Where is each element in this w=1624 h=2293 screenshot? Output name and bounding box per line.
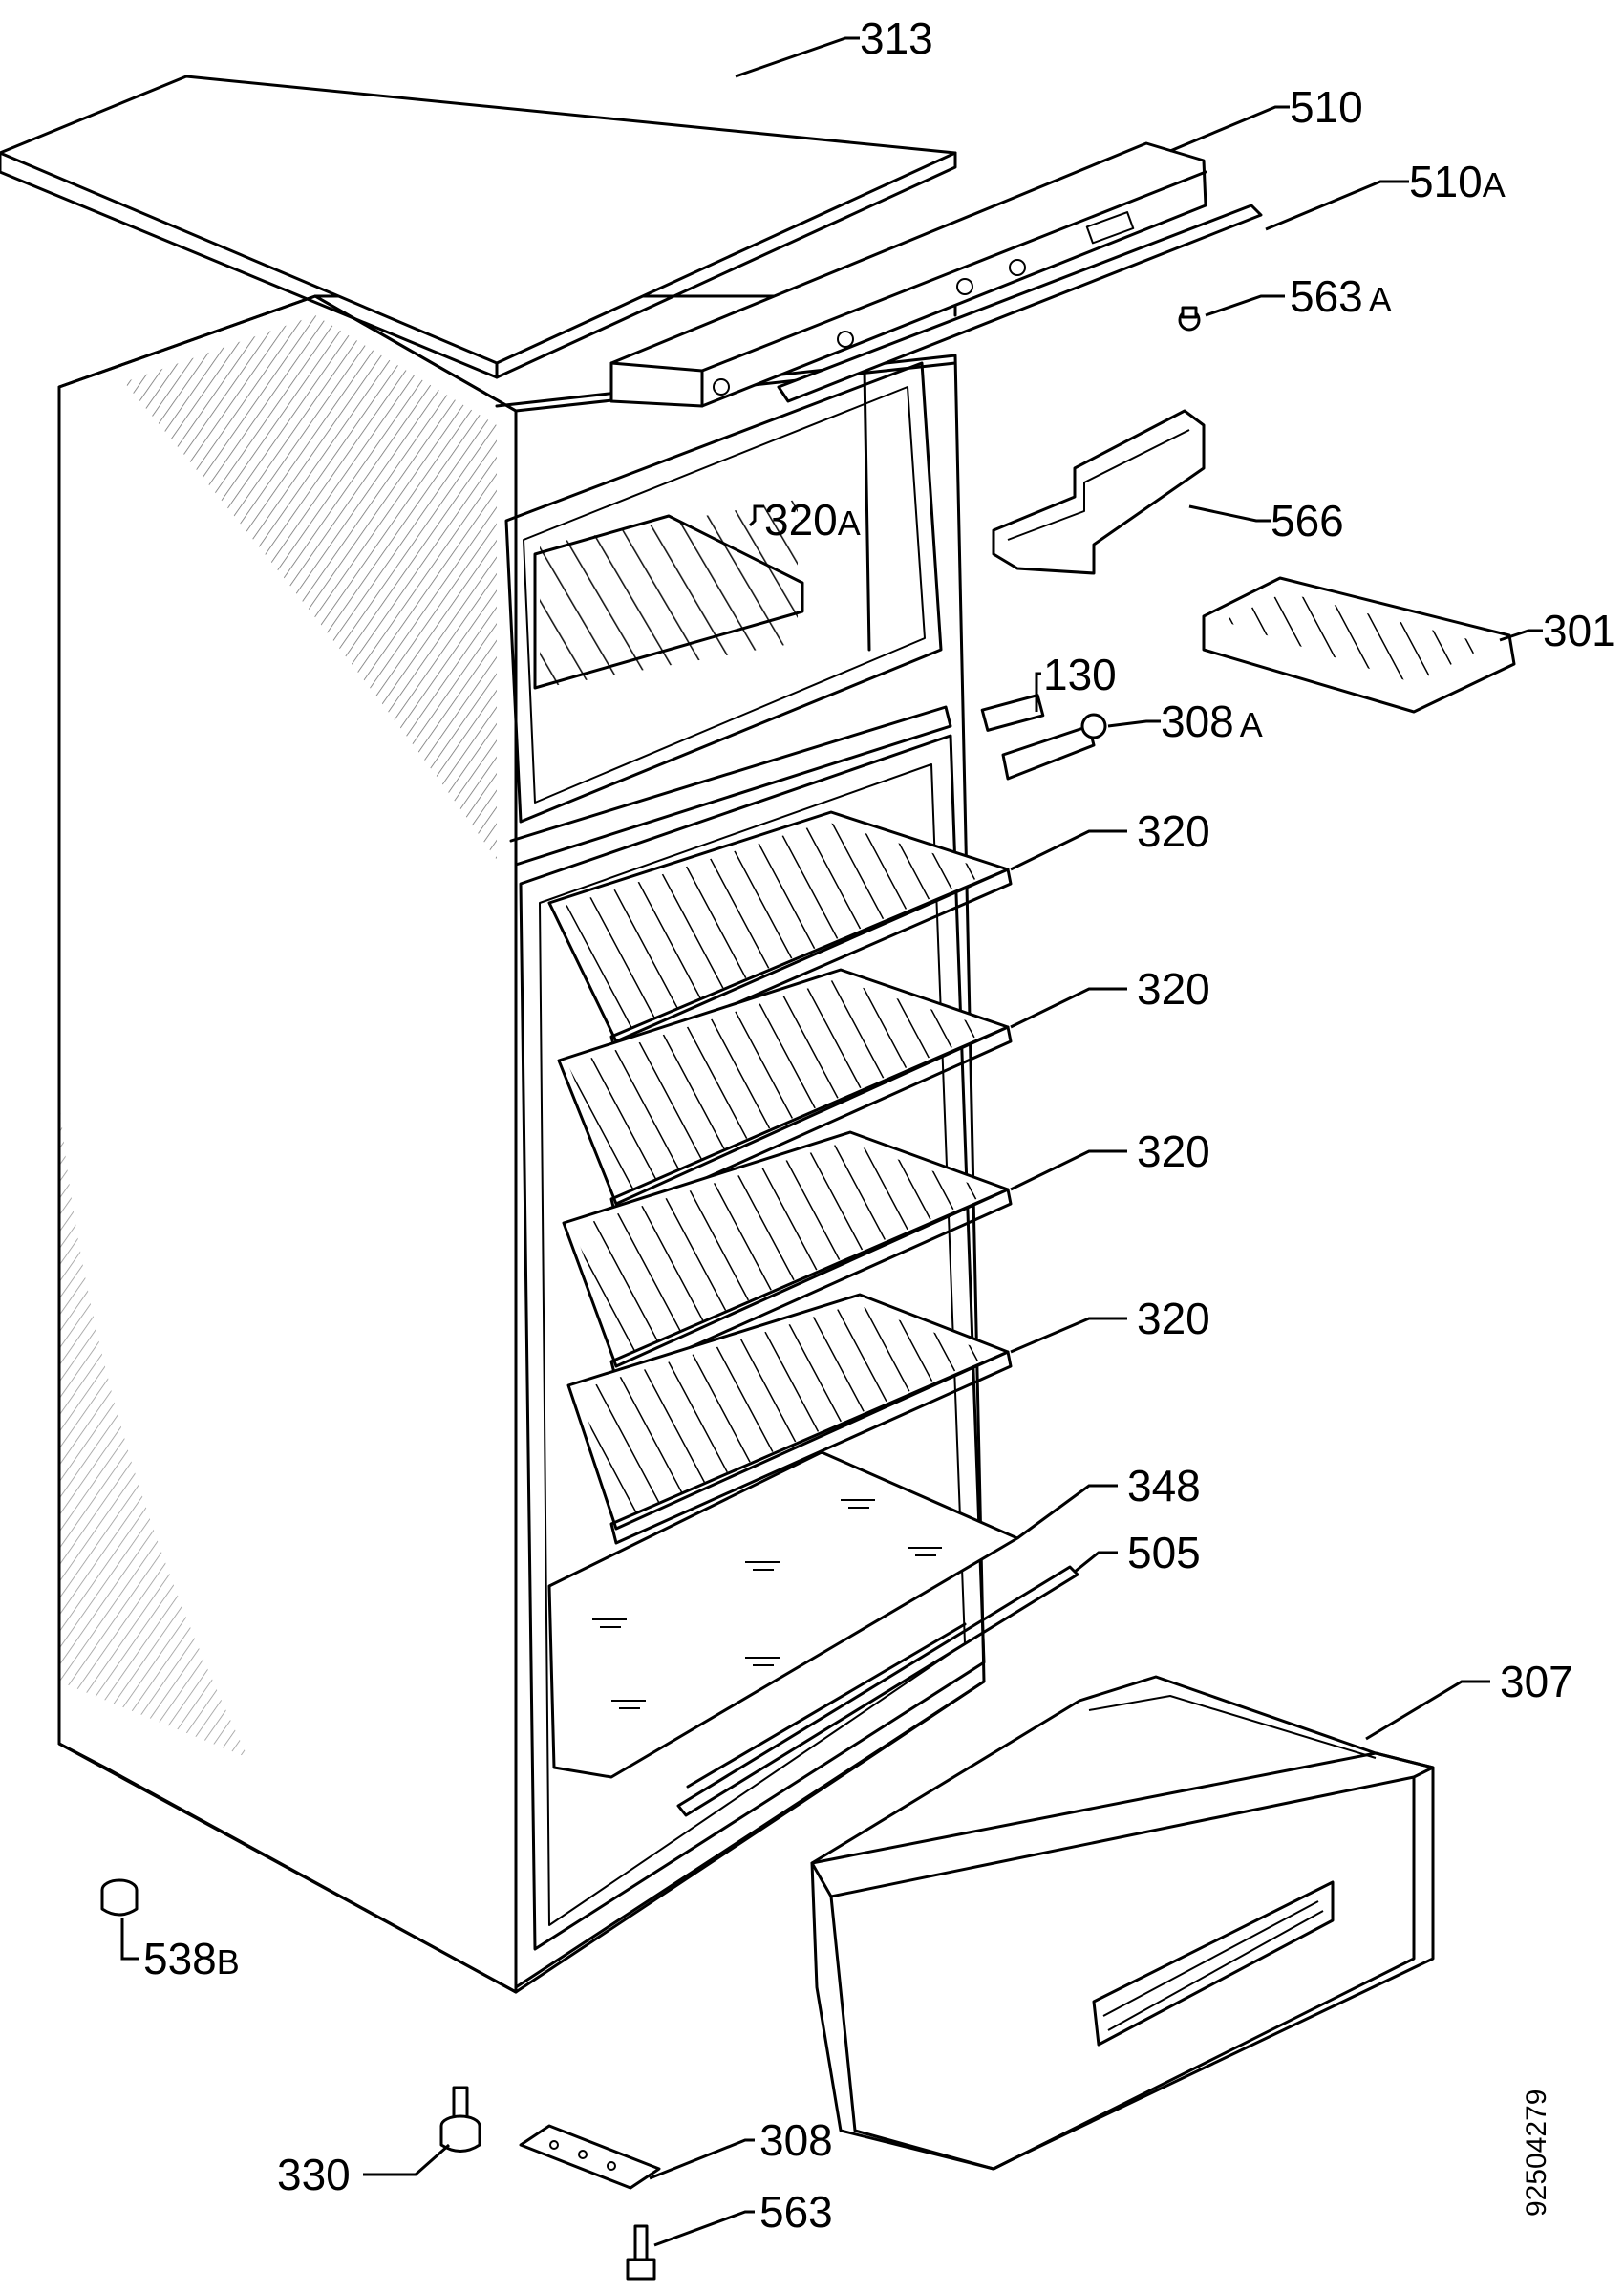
shelf-3	[562, 1130, 1013, 1382]
label-320-1: 320	[1137, 806, 1210, 856]
ice-tray-301	[1202, 576, 1516, 714]
screw-563	[626, 2224, 656, 2281]
label-510: 510	[1290, 82, 1363, 132]
label-130: 130	[1043, 650, 1117, 699]
foot-screw-330	[439, 2086, 481, 2153]
label-320-3: 320	[1137, 1126, 1210, 1176]
crisper-drawer-307	[810, 1675, 1435, 2171]
hinge-plate-308	[519, 2124, 661, 2190]
nut-538b	[100, 1878, 139, 1917]
control-panel-510	[609, 141, 1207, 408]
document-id: 92504279	[1521, 2089, 1552, 2217]
shelf-1	[547, 810, 1013, 1058]
shelf-4	[566, 1293, 1013, 1545]
label-510a: 510A	[1409, 157, 1506, 206]
label-505: 505	[1127, 1528, 1201, 1577]
rail-505	[676, 1565, 1079, 1817]
freezer-compartment	[504, 361, 943, 824]
bracket-130	[980, 694, 1045, 732]
label-566: 566	[1271, 496, 1344, 546]
handle-566	[992, 409, 1206, 575]
label-563: 563	[759, 2187, 833, 2237]
label-320-4: 320	[1137, 1294, 1210, 1343]
cabinet	[57, 294, 986, 1994]
side-panel-shading-upper	[124, 315, 497, 860]
shelf-2	[557, 968, 1013, 1220]
glass-shelf-348	[547, 1450, 1019, 1779]
label-307: 307	[1500, 1657, 1573, 1706]
freezer-rack-320a	[533, 499, 804, 690]
leader-lines	[120, 36, 1543, 2247]
label-320-2: 320	[1137, 964, 1210, 1014]
label-313: 313	[860, 13, 933, 63]
label-330: 330	[277, 2150, 351, 2199]
label-348: 348	[1127, 1461, 1201, 1511]
label-538b: 538B	[143, 1934, 240, 1983]
plug-563a	[1178, 306, 1201, 332]
trim-strip-510a	[777, 204, 1263, 403]
label-320a: 320A	[764, 495, 861, 545]
fridge-compartment	[519, 734, 986, 1951]
label-301: 301	[1543, 606, 1616, 655]
side-panel-shading-lower	[59, 1099, 248, 1758]
label-308: 308	[759, 2115, 833, 2165]
hinge-308a	[1001, 713, 1107, 781]
